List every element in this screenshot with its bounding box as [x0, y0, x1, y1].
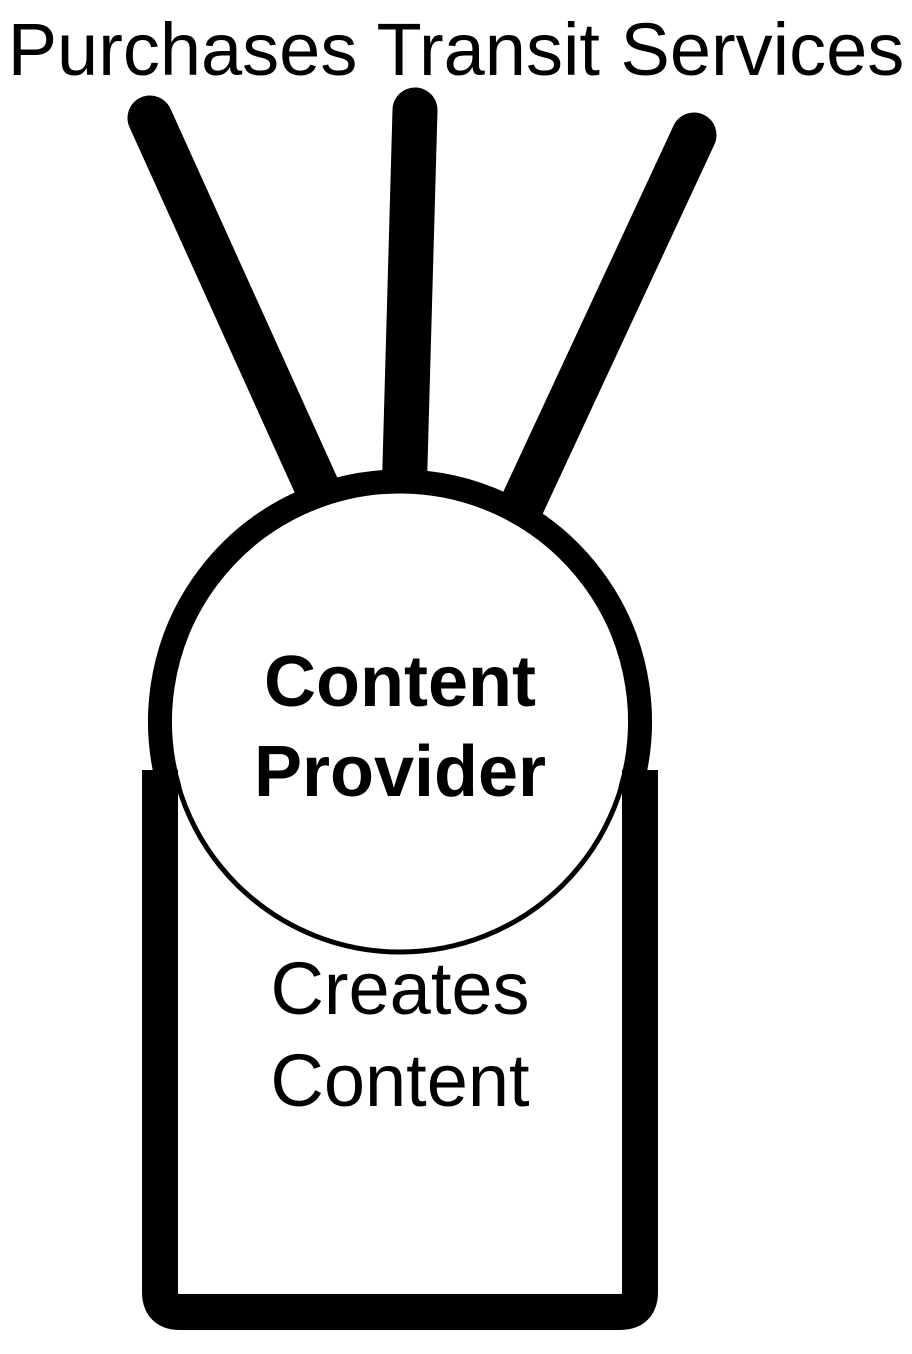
antenna-right-line: [492, 112, 717, 543]
antenna-lines: [127, 87, 717, 543]
antenna-left-line: [127, 95, 348, 528]
body-label-line1: Creates: [270, 947, 529, 1030]
head-label-line2: Provider: [254, 732, 546, 812]
head-label-line1: Content: [264, 642, 536, 722]
body-shape: [142, 770, 658, 1330]
head-outline-circle: [166, 487, 634, 955]
head-outer-arc-band: [148, 469, 652, 794]
antenna-middle-line: [381, 87, 438, 523]
diagram-title: Purchases Transit Services: [8, 8, 905, 91]
body-label-line2: Content: [270, 1039, 530, 1122]
